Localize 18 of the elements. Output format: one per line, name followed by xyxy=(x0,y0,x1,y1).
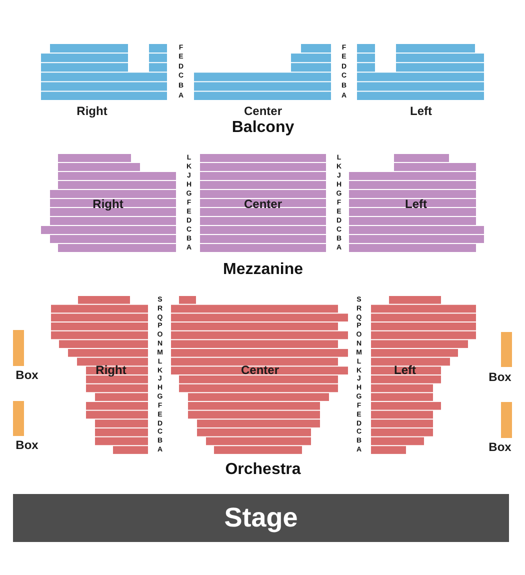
section-name: Right xyxy=(92,198,124,210)
section-name: Center xyxy=(244,198,282,210)
level-name: Orchestra xyxy=(225,462,301,478)
section-name: Box xyxy=(488,441,512,453)
section-name: Center xyxy=(241,364,279,376)
section-name: Left xyxy=(405,198,427,210)
section-name: Right xyxy=(76,105,108,117)
section-name: Right xyxy=(96,364,126,376)
section-name: Box xyxy=(16,369,38,381)
stage-platform xyxy=(13,494,509,542)
section-name: Box xyxy=(16,439,38,451)
level-name: Mezzanine xyxy=(223,262,303,278)
level-name: Balcony xyxy=(232,120,294,136)
section-name: Center xyxy=(244,105,282,117)
stage-label: Stage xyxy=(224,504,298,532)
section-name: Left xyxy=(410,105,432,117)
section-name: Box xyxy=(488,371,512,383)
section-name: Left xyxy=(394,364,416,376)
